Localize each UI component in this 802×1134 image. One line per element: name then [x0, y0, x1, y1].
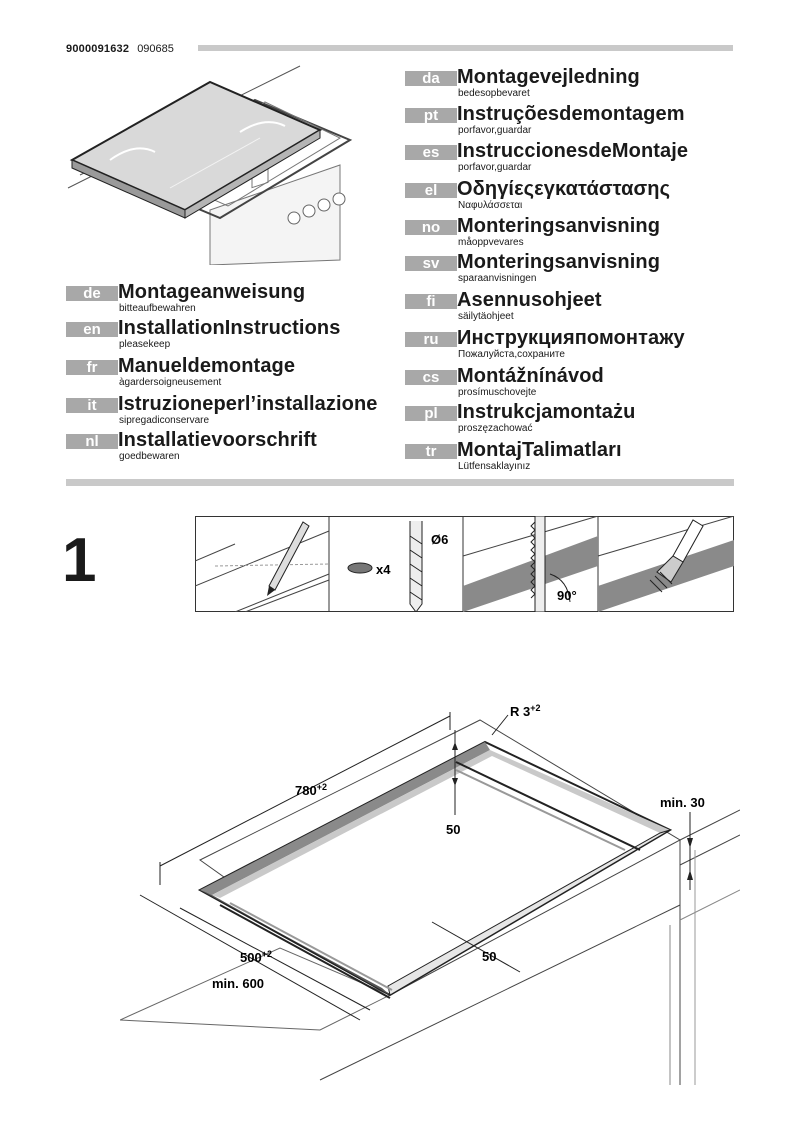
thickness-dimension: min. 30 — [660, 795, 705, 810]
lang-title: Monteringsanvisning — [457, 251, 661, 273]
lang-subtitle: sparaanvisningen — [458, 273, 537, 284]
lang-subtitle: proszęzachować — [458, 423, 533, 434]
lang-title: Montážnínávod — [457, 365, 604, 387]
lang-subtitle: porfavor,guardar — [458, 125, 532, 136]
lang-code: fi — [405, 294, 457, 309]
lang-subtitle: àgardersoigneusement — [119, 377, 222, 388]
lang-code: pt — [405, 108, 457, 123]
drill-count-label: x4 — [376, 562, 391, 577]
hob-illustration — [67, 65, 353, 265]
width-dimension: 780+2 — [295, 782, 327, 798]
radius-dimension: R 3+2 — [510, 703, 541, 719]
lang-title: InstallationInstructions — [118, 317, 341, 339]
lang-code: cs — [405, 370, 457, 385]
lang-code: pl — [405, 406, 457, 421]
document-number: 9000091632 090685 — [66, 43, 174, 55]
top-divider — [198, 45, 733, 51]
lang-code: tr — [405, 444, 457, 459]
lang-code: fr — [66, 360, 118, 375]
lang-title: Manueldemontage — [118, 355, 296, 377]
lang-subtitle: porfavor,guardar — [458, 162, 532, 173]
lang-title: MontajTalimatları — [457, 439, 622, 461]
lang-title: Instruçõesdemontagem — [457, 103, 685, 125]
lang-title: Istruzioneperl’installazione — [118, 393, 378, 415]
tool-strip: x4 Ø6 90° — [195, 516, 735, 612]
section-divider — [66, 479, 734, 486]
lang-title: Инструкцияпомонтажу — [457, 327, 685, 349]
lang-subtitle: Ναφυλάσσεται — [458, 200, 523, 211]
lang-code: de — [66, 286, 118, 301]
lang-subtitle: bedesopbevaret — [458, 88, 530, 99]
lang-subtitle: Lütfensaklayınız — [458, 461, 531, 472]
lang-title: Installatievoorschrift — [118, 429, 317, 451]
min-depth-dimension: min. 600 — [212, 976, 264, 991]
lang-code: nl — [66, 434, 118, 449]
lang-title: InstruccionesdeMontaje — [457, 140, 689, 162]
lang-title: Monteringsanvisning — [457, 215, 661, 237]
lang-code: da — [405, 71, 457, 86]
doc-number: 9000091632 — [66, 43, 130, 55]
lang-code: sv — [405, 256, 457, 271]
step-number: 1 — [62, 526, 97, 595]
lang-subtitle: bitteaufbewahren — [119, 303, 196, 314]
lang-subtitle: goedbewaren — [119, 451, 180, 462]
lang-subtitle: sipregadiconservare — [119, 415, 210, 426]
depth-dimension: 500+2 — [240, 949, 272, 965]
saw-angle-label: 90° — [557, 588, 577, 603]
revision-number: 090685 — [137, 43, 174, 55]
lang-code: ru — [405, 332, 457, 347]
lang-subtitle: prosímuschovejte — [458, 387, 537, 398]
front-margin-dimension: 50 — [482, 949, 496, 964]
saw-panel: 90° — [462, 516, 599, 612]
lang-code: el — [405, 183, 457, 198]
cutout-diagram: 780+2 R 3+2 50 min. 30 500+2 min. 600 50 — [120, 703, 740, 1085]
lang-code: no — [405, 220, 457, 235]
lang-subtitle: säilytäohjeet — [458, 311, 514, 322]
marking-panel — [195, 521, 330, 612]
lang-code: it — [66, 398, 118, 413]
lang-title: Montageanweisung — [118, 281, 306, 303]
brush-panel — [597, 516, 735, 612]
lang-title: Montagevejledning — [457, 66, 640, 88]
lang-code: en — [66, 322, 118, 337]
drill-diameter-label: Ø6 — [431, 532, 448, 547]
lang-subtitle: Пожалуйста,сохраните — [458, 349, 565, 360]
lang-title: Asennusohjeet — [457, 289, 602, 311]
lang-subtitle: pleasekeep — [119, 339, 171, 350]
lang-subtitle: måoppvevares — [458, 237, 524, 248]
lang-title: Instrukcjamontażu — [457, 401, 636, 423]
lang-title: Οδηγίεςεγκατάστασης — [457, 178, 671, 200]
lang-code: es — [405, 145, 457, 160]
back-margin-dimension: 50 — [446, 822, 460, 837]
drill-panel: x4 Ø6 — [347, 521, 448, 612]
